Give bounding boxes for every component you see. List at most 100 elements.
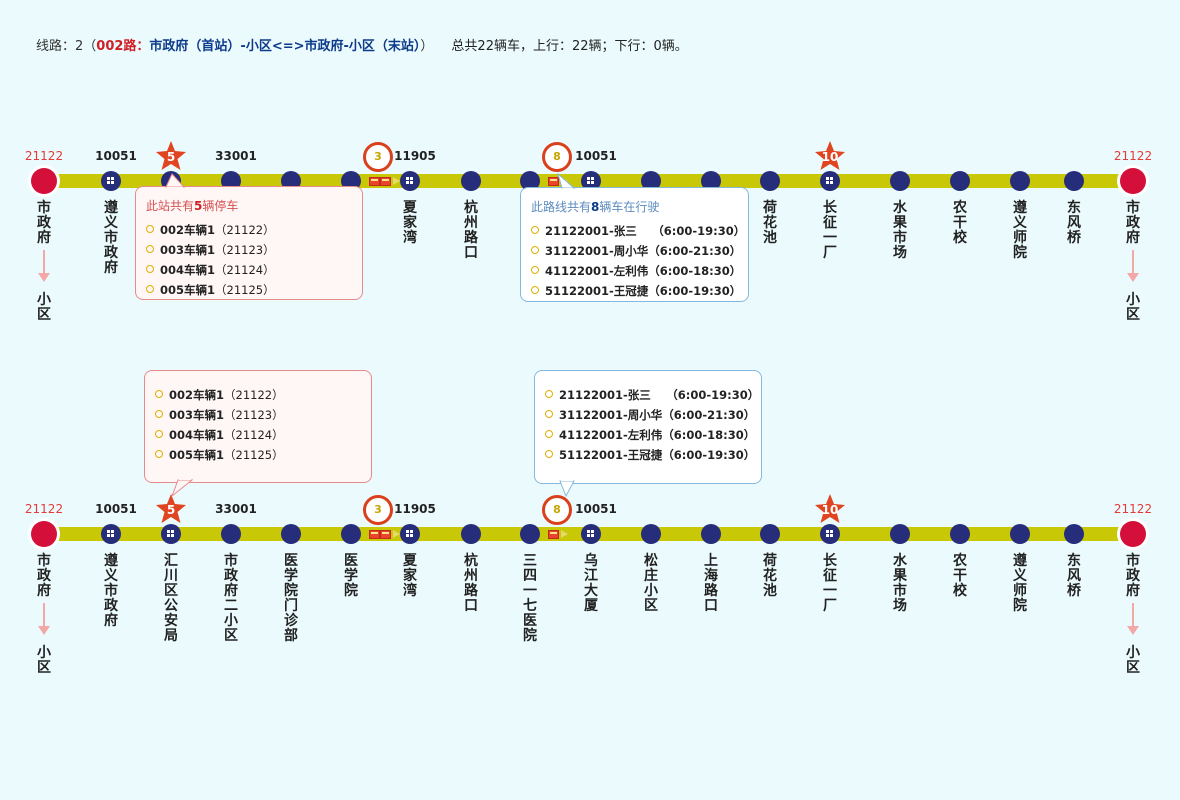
running-list: 21122001-张三 （6:00-19:30）31122001-周小华（6:0… (535, 371, 761, 465)
bus-icon (166, 530, 176, 538)
route-stop[interactable] (950, 171, 970, 191)
moving-arrow-icon (561, 177, 568, 185)
route-stop[interactable] (161, 524, 181, 544)
terminal-destination: 小区 (37, 645, 51, 676)
running-popup-top: 此路线共有8辆车在行驶 21122001-张三 （6:00-19:30） 3112… (520, 187, 749, 302)
route-stop[interactable] (101, 524, 121, 544)
stop-name: 遵义师院 (1013, 553, 1027, 614)
stop-name: 农干校 (953, 200, 967, 246)
route-stop[interactable] (461, 524, 481, 544)
route-stop[interactable] (581, 171, 601, 191)
running-popup-title: 此路线共有8辆车在行驶 (531, 200, 660, 214)
bullet-icon (545, 390, 553, 398)
route-stop[interactable] (641, 171, 661, 191)
moving-bus-icon (548, 530, 559, 539)
route-stop[interactable] (1064, 524, 1084, 544)
route-stop[interactable] (1064, 171, 1084, 191)
stop-code: 11905 (394, 149, 436, 163)
route-stop[interactable] (1010, 524, 1030, 544)
bullet-icon (146, 285, 154, 293)
list-item: 51122001-王冠捷（6:00-19:30） (531, 281, 748, 301)
item-main: 002车辆1 (169, 388, 225, 402)
star-icon (815, 141, 845, 170)
route-stop[interactable] (820, 171, 840, 191)
route-stop[interactable] (281, 524, 301, 544)
vehicle-count-star[interactable]: 10 (814, 493, 846, 525)
item-main: 004车辆1 (169, 428, 225, 442)
bus-icon (586, 177, 596, 185)
stop-name: 遵义市政府 (104, 200, 118, 276)
route-stop[interactable] (341, 524, 361, 544)
vehicle-count-star[interactable]: 5 (155, 140, 187, 172)
item-main: 31122001-周小华（6:00-21:30） (545, 244, 742, 258)
route-stop[interactable] (520, 171, 540, 191)
list-item: 21122001-张三 （6:00-19:30） (531, 221, 748, 241)
item-sub: （21123） (215, 243, 275, 257)
list-item: 41122001-左利伟（6:00-18:30） (545, 425, 761, 445)
bullet-icon (531, 286, 539, 294)
route-stop[interactable] (461, 171, 481, 191)
terminal-stop[interactable] (31, 521, 57, 547)
terminal-stop[interactable] (1120, 168, 1146, 194)
vehicle-count-star[interactable]: 5 (155, 493, 187, 525)
moving-arrow-icon (561, 530, 568, 538)
route-stop[interactable] (950, 524, 970, 544)
terminal-stop[interactable] (1120, 521, 1146, 547)
bullet-icon (545, 410, 553, 418)
stop-name: 上海路口 (704, 553, 718, 614)
item-main: 002车辆1 (160, 223, 216, 237)
moving-bus-icon (380, 177, 391, 186)
route-stop[interactable] (701, 524, 721, 544)
vehicle-count-ring[interactable]: 3 (363, 495, 393, 525)
route-stop[interactable] (581, 524, 601, 544)
item-main: 003车辆1 (169, 408, 225, 422)
item-sub: （21124） (224, 428, 284, 442)
stop-name: 荷花池 (763, 553, 777, 599)
stop-name: 长征一厂 (823, 200, 837, 261)
bullet-icon (545, 430, 553, 438)
item-main: 21122001-张三 （6:00-19:30） (559, 388, 760, 402)
route-stop[interactable] (641, 524, 661, 544)
route-stop[interactable] (400, 524, 420, 544)
item-main: 003车辆1 (160, 243, 216, 257)
parked-list: 002车辆1（21122）003车辆1（21123）004车辆1（21124）0… (136, 220, 362, 300)
terminal-stop[interactable] (31, 168, 57, 194)
stop-name: 农干校 (953, 553, 967, 599)
vehicle-count-ring[interactable]: 3 (363, 142, 393, 172)
list-item: 004车辆1（21124） (155, 425, 371, 445)
direction-arrow (38, 250, 50, 282)
route-stop[interactable] (890, 524, 910, 544)
vehicle-count-star[interactable]: 10 (814, 140, 846, 172)
route-stop[interactable] (701, 171, 721, 191)
terminal-code: 21122 (1113, 149, 1153, 163)
bus-icon (825, 530, 835, 538)
route-stop[interactable] (101, 171, 121, 191)
route-stop[interactable] (400, 171, 420, 191)
list-item: 31122001-周小华（6:00-21:30） (531, 241, 748, 261)
stop-code: 10051 (95, 149, 137, 163)
route-stop[interactable] (1010, 171, 1030, 191)
bullet-icon (146, 225, 154, 233)
list-item: 005车辆1（21125） (155, 445, 371, 465)
list-item: 51122001-王冠捷（6:00-19:30） (545, 445, 761, 465)
list-item: 003车辆1（21123） (146, 240, 362, 260)
route-stop[interactable] (820, 524, 840, 544)
vehicle-count-ring[interactable]: 8 (542, 142, 572, 172)
stop-code: 33001 (215, 502, 257, 516)
star-count: 10 (821, 503, 839, 517)
stop-name: 杭州路口 (464, 200, 478, 261)
bus-icon (825, 177, 835, 185)
stop-name: 松庄小区 (644, 553, 658, 614)
route-stop[interactable] (760, 524, 780, 544)
route-stop[interactable] (760, 171, 780, 191)
parked-list: 002车辆1（21122）003车辆1（21123）004车辆1（21124）0… (145, 371, 371, 465)
vehicle-count-ring[interactable]: 8 (542, 495, 572, 525)
item-sub: （21125） (224, 448, 284, 462)
parked-popup-title: 此站共有5辆停车 (146, 199, 239, 213)
route-stop[interactable] (221, 524, 241, 544)
direction-arrow (1127, 250, 1139, 282)
route-stop[interactable] (520, 524, 540, 544)
route-stop[interactable] (890, 171, 910, 191)
item-main: 004车辆1 (160, 263, 216, 277)
